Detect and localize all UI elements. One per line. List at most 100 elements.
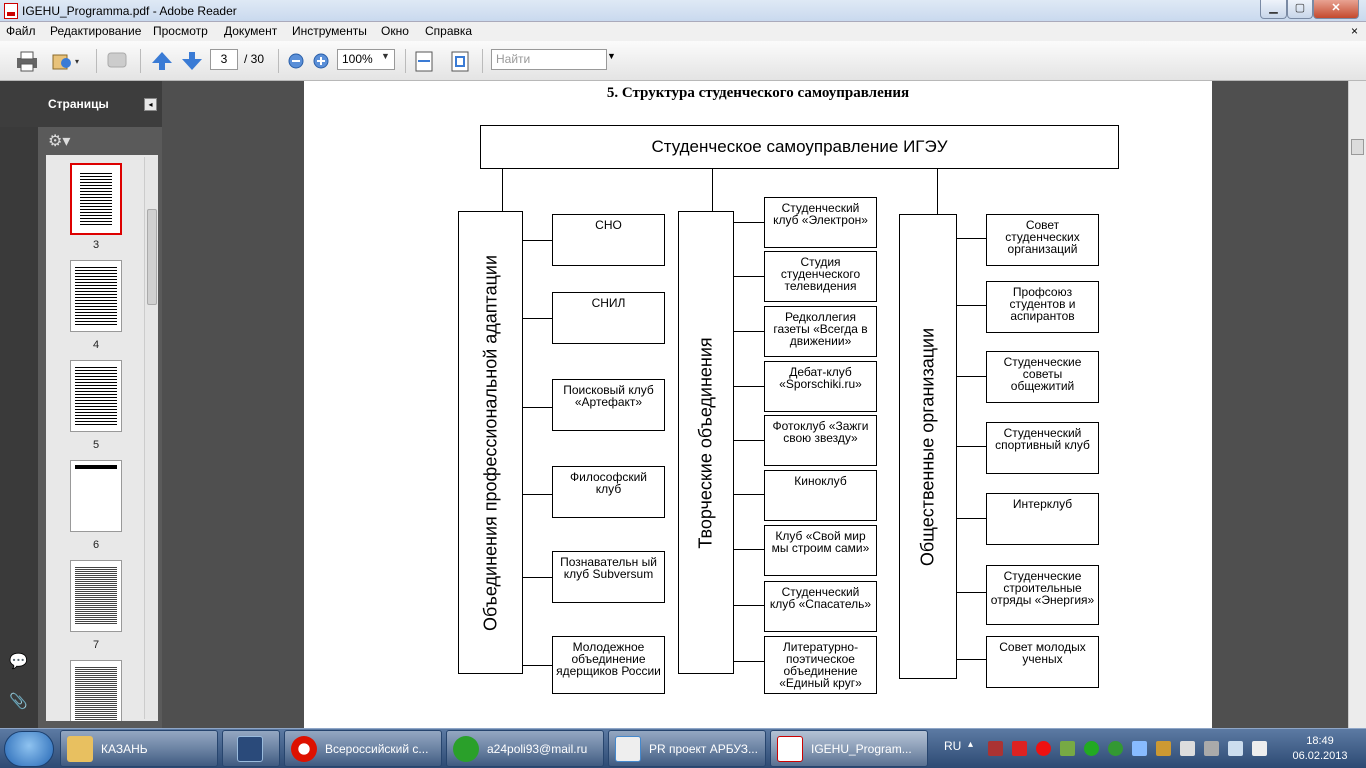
menu-document[interactable]: Документ — [224, 24, 278, 38]
tray-check-icon[interactable] — [1084, 741, 1099, 756]
window-title: IGEHU_Programma.pdf - Adobe Reader — [22, 4, 237, 18]
thumbnail-page[interactable] — [70, 163, 122, 235]
mail-agent-icon — [453, 736, 479, 762]
taskbar-item-opera[interactable]: Всероссийский с... — [284, 730, 442, 767]
maximize-button[interactable]: ▢ — [1287, 0, 1313, 19]
tray-opera-icon[interactable] — [1036, 741, 1051, 756]
menu-file[interactable]: Файл — [6, 24, 36, 38]
thumbnail-number: 3 — [92, 239, 100, 251]
close-button[interactable]: ✕ — [1313, 0, 1359, 19]
connector-line — [734, 605, 764, 606]
comments-panel-icon[interactable]: 💬 — [9, 653, 28, 670]
document-close-icon[interactable]: × — [1350, 24, 1358, 38]
connector-line — [957, 446, 987, 447]
connector-line — [523, 494, 553, 495]
connector-line — [734, 440, 764, 441]
tray-usb-icon[interactable] — [1156, 741, 1171, 756]
next-page-icon[interactable] — [180, 49, 204, 73]
org-box: Совет молодых ученых — [986, 636, 1099, 688]
pdf-app-icon — [4, 3, 18, 19]
page-number-input[interactable]: 3 — [210, 49, 238, 70]
previous-page-icon[interactable] — [150, 49, 174, 73]
org-box: Киноклуб — [764, 470, 877, 521]
connector-line — [957, 238, 987, 239]
media-player-icon — [237, 736, 263, 762]
taskbar-item-folder[interactable]: КАЗАНЬ — [60, 730, 218, 767]
zoom-out-icon[interactable] — [286, 49, 306, 73]
pdf-page: 5. Структура студенческого самоуправлени… — [304, 81, 1212, 728]
menu-edit[interactable]: Редактирование — [50, 24, 142, 38]
org-box: Философский клуб — [552, 466, 665, 518]
share-icon[interactable]: ▾ — [50, 49, 82, 73]
taskbar-item-word[interactable]: PR проект АРБУЗ... — [608, 730, 766, 767]
org-box: Студенческие советы общежитий — [986, 351, 1099, 403]
svg-text:▾: ▾ — [75, 57, 79, 66]
org-box: СНИЛ — [552, 292, 665, 344]
fit-width-icon[interactable] — [412, 49, 436, 73]
tray-eye-icon[interactable] — [1108, 741, 1123, 756]
menu-view[interactable]: Просмотр — [153, 24, 208, 38]
thumbnail-scrollbar[interactable] — [144, 157, 158, 719]
taskbar-item-mail[interactable]: a24poli93@mail.ru — [446, 730, 604, 767]
taskbar-item-reader[interactable]: IGEHU_Program... — [770, 730, 928, 767]
org-box: Совет студенческих организаций — [986, 214, 1099, 266]
tray-network-icon[interactable] — [988, 741, 1003, 756]
minimize-button[interactable]: ▁ — [1260, 0, 1287, 19]
tray-monitor-icon[interactable] — [1132, 741, 1147, 756]
fit-page-icon[interactable] — [448, 49, 472, 73]
menu-help[interactable]: Справка — [425, 24, 473, 38]
collapse-panel-button[interactable]: ◂ — [144, 98, 157, 111]
tray-media-icon[interactable] — [1204, 741, 1219, 756]
org-box: Студенческие строительные отряды «Энерги… — [986, 565, 1099, 625]
taskbar-item-player[interactable] — [222, 730, 280, 767]
branch-title: Объединения профессиональной адаптации — [480, 254, 500, 631]
connector-line — [734, 222, 764, 223]
tray-reader-icon[interactable] — [1012, 741, 1027, 756]
comment-icon[interactable] — [104, 49, 130, 73]
connector-line — [957, 305, 987, 306]
zoom-dropdown-icon[interactable]: ▼ — [381, 51, 390, 61]
menu-bar: Файл Редактирование Просмотр Документ Ин… — [0, 22, 1366, 41]
menu-window[interactable]: Окно — [381, 24, 409, 38]
find-dropdown-icon[interactable]: ▼ — [607, 51, 616, 61]
find-input[interactable]: Найти — [491, 49, 607, 70]
org-box: Студенческий клуб «Спасатель» — [764, 581, 877, 632]
tray-volume-icon[interactable] — [1252, 741, 1267, 756]
tray-expand-icon[interactable]: ▴ — [968, 739, 974, 750]
pages-panel-title: Страницы — [48, 97, 109, 111]
connector-line — [523, 577, 553, 578]
org-box: Дебат-клуб «Sporschiki.ru» — [764, 361, 877, 412]
thumbnail-page[interactable] — [70, 360, 122, 432]
taskbar-item-label: PR проект АРБУЗ... — [649, 742, 758, 756]
attachments-panel-icon[interactable]: 📎 — [9, 693, 28, 710]
scroll-thumb[interactable] — [1351, 139, 1364, 155]
document-scrollbar[interactable] — [1348, 81, 1366, 728]
connector-line — [957, 376, 987, 377]
thumbnail-page[interactable] — [70, 560, 122, 632]
thumbnail-page[interactable] — [70, 660, 122, 721]
connector-line — [523, 240, 553, 241]
zoom-in-icon[interactable] — [311, 49, 331, 73]
tray-flag-icon[interactable] — [1180, 741, 1195, 756]
scroll-thumb[interactable] — [147, 209, 157, 305]
connector-line — [523, 407, 553, 408]
thumbnail-page[interactable] — [70, 260, 122, 332]
gear-icon[interactable]: ⚙▾ — [48, 133, 71, 150]
clock-date: 06.02.2013 — [1292, 750, 1348, 762]
connector-line — [523, 665, 553, 666]
print-icon[interactable] — [14, 49, 40, 73]
tray-display-icon[interactable] — [1228, 741, 1243, 756]
menu-tools[interactable]: Инструменты — [292, 24, 367, 38]
zoom-select[interactable]: 100% — [337, 49, 395, 70]
thumbnail-list[interactable]: 3 4 5 6 7 — [46, 155, 158, 721]
org-box: Интерклуб — [986, 493, 1099, 545]
start-button[interactable] — [4, 731, 54, 767]
connector-line — [937, 169, 938, 214]
org-box: Поисковый клуб «Артефакт» — [552, 379, 665, 431]
org-box: Профсоюз студентов и аспирантов — [986, 281, 1099, 333]
language-indicator[interactable]: RU — [944, 739, 962, 753]
thumbnail-page[interactable] — [70, 460, 122, 532]
connector-line — [734, 494, 764, 495]
tray-app-icon[interactable] — [1060, 741, 1075, 756]
